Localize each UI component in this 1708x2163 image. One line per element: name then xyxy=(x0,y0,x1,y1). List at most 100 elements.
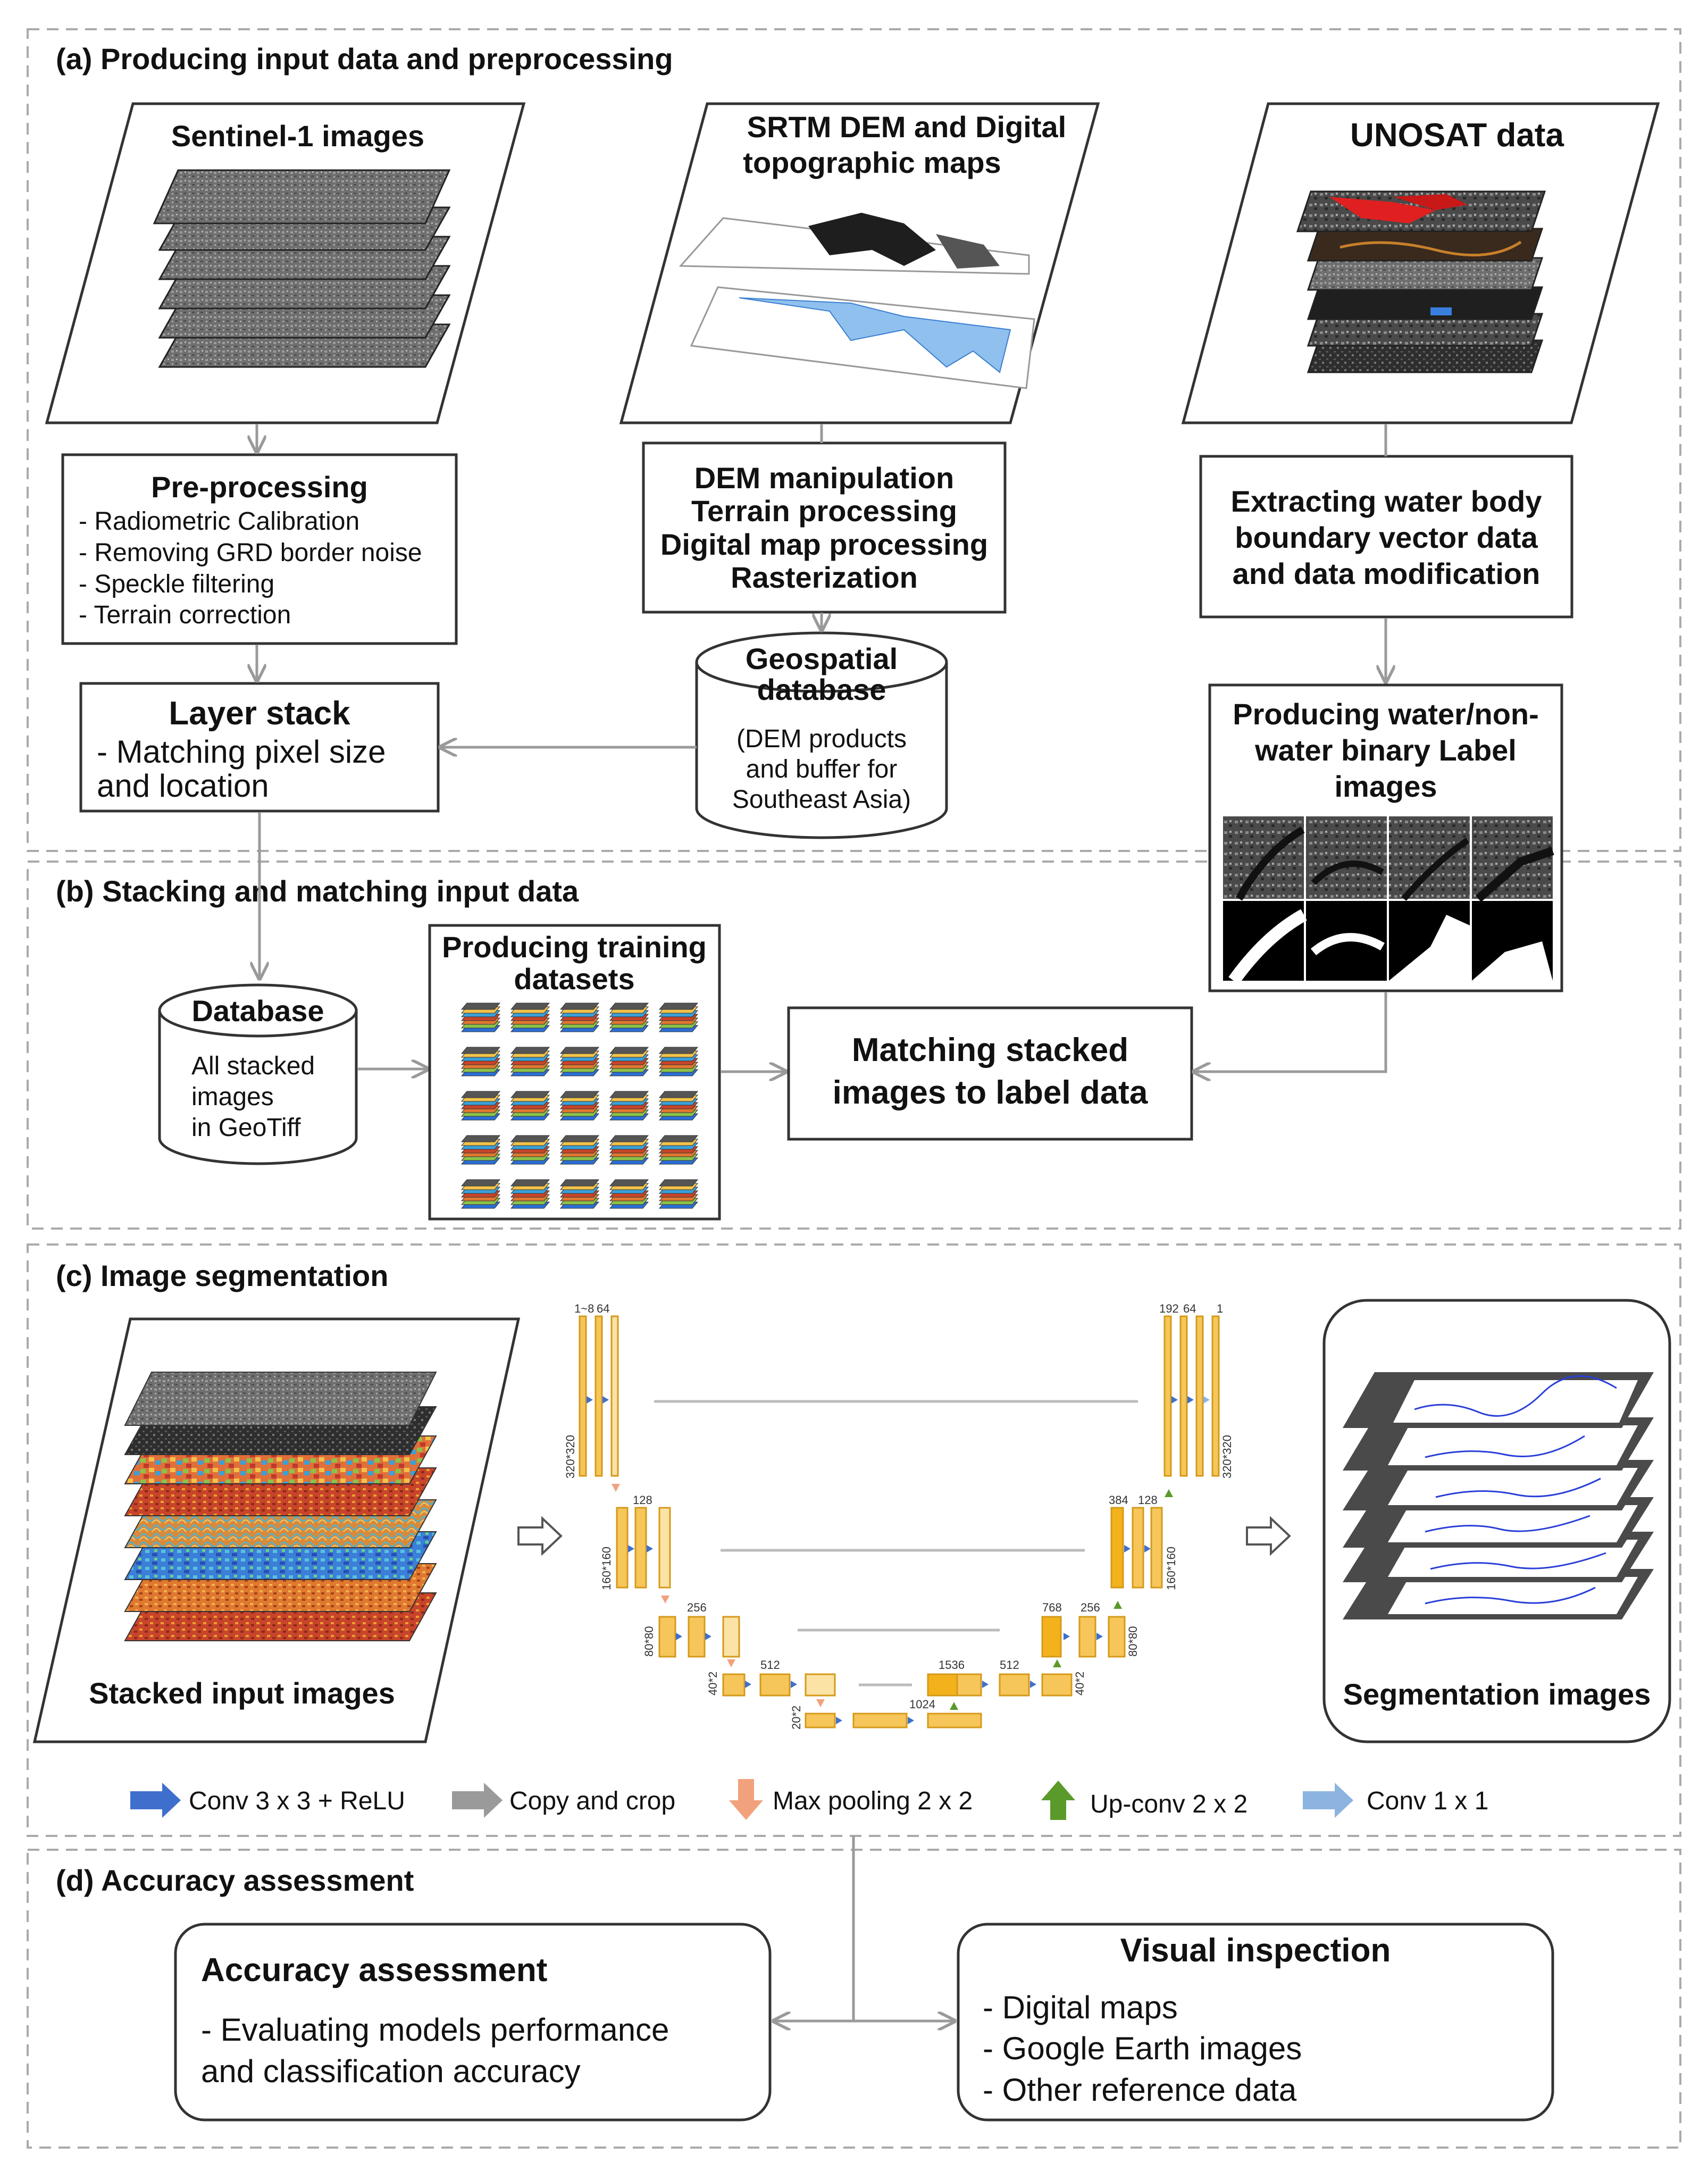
preprocessing-item-2: - Removing GRD border noise xyxy=(79,539,422,567)
training-tile xyxy=(658,1003,699,1032)
training-tile xyxy=(510,1135,550,1165)
section-b-frame xyxy=(27,861,1681,1230)
segmentation-image-stack xyxy=(1343,1372,1654,1619)
extract-water-box: Extracting water body boundary vector da… xyxy=(1199,455,1573,619)
hollow-arrow-right xyxy=(1246,1516,1291,1556)
unet-l4-size-right: 40*2 xyxy=(1073,1672,1086,1696)
training-tile xyxy=(510,1179,550,1209)
unet-l1-ch-1: 1 xyxy=(1217,1302,1223,1315)
unet-l1-size-right: 320*320 xyxy=(1220,1435,1234,1479)
matching-line-2: images to label data xyxy=(833,1074,1148,1111)
layer-stack-title: Layer stack xyxy=(169,695,350,732)
training-tile xyxy=(559,1003,600,1032)
preprocessing-item-4: - Terrain correction xyxy=(79,601,291,629)
legend-conv-icon xyxy=(130,1783,181,1818)
training-tile xyxy=(461,1179,501,1209)
visual-item-3: - Other reference data xyxy=(983,2072,1297,2108)
preprocessing-title: Pre-processing xyxy=(151,470,368,504)
unet-l3-ch-256: 256 xyxy=(687,1601,707,1614)
database-line-2: images xyxy=(191,1083,274,1111)
training-tile xyxy=(510,1047,550,1076)
training-tile xyxy=(510,1091,550,1121)
geodb-title-1: Geospatial xyxy=(746,642,898,675)
unet-l3-ch-768: 768 xyxy=(1042,1601,1062,1614)
srtm-title-line2: topographic maps xyxy=(743,146,1001,179)
accuracy-title: Accuracy assessment xyxy=(201,1952,547,1989)
layer-stack-line1: - Matching pixel size xyxy=(97,734,386,770)
label-line-3: images xyxy=(1335,770,1437,803)
unet-legend: Conv 3 x 3 + ReLU Copy and crop Max pool… xyxy=(130,1779,1488,1820)
sentinel-title: Sentinel-1 images xyxy=(171,119,424,153)
geospatial-database-cylinder: Geospatial database (DEM products and bu… xyxy=(695,631,948,839)
unet-l2-size-left: 160*160 xyxy=(600,1547,613,1590)
unet-l1-size-left: 320*320 xyxy=(564,1435,577,1479)
matching-box: Matching stacked images to label data xyxy=(787,1006,1193,1141)
visual-item-1: - Digital maps xyxy=(983,1990,1178,2025)
unet-l4-ch-1536: 1536 xyxy=(939,1658,965,1672)
stacked-input-panel: Stacked input images xyxy=(32,1317,521,1743)
unet-diagram: 1~8 64 320*320 192 64 1 320*320 128 160*… xyxy=(564,1302,1234,1730)
label-line-2: water binary Label xyxy=(1254,733,1517,767)
dem-processing-box: DEM manipulation Terrain processing Digi… xyxy=(642,441,1007,614)
label-line-1: Producing water/non- xyxy=(1233,697,1539,731)
preprocessing-item-1: - Radiometric Calibration xyxy=(79,507,359,536)
label-image-grid xyxy=(1223,816,1554,984)
srtm-map-stack xyxy=(679,213,1035,389)
section-b-title: (b) Stacking and matching input data xyxy=(56,874,579,908)
training-line-1: Producing training xyxy=(442,930,707,964)
training-tile xyxy=(510,1003,550,1032)
preprocessing-item-3: - Speckle filtering xyxy=(79,570,274,598)
visual-item-2: - Google Earth images xyxy=(983,2031,1302,2066)
visual-inspection-box: Visual inspection - Digital maps - Googl… xyxy=(957,1923,1554,2122)
sentinel-panel: Sentinel-1 images xyxy=(45,102,526,424)
geodb-line-3: Southeast Asia) xyxy=(732,786,911,814)
hollow-arrow-left xyxy=(517,1516,563,1556)
geodb-title-2: database xyxy=(757,673,886,706)
matching-line-1: Matching stacked xyxy=(852,1032,1128,1068)
training-tile xyxy=(559,1047,600,1076)
legend-conv1-label: Conv 1 x 1 xyxy=(1367,1787,1488,1815)
unet-l4-size-left: 40*2 xyxy=(706,1672,719,1696)
layer-stack-box: Layer stack - Matching pixel size and lo… xyxy=(79,682,440,813)
training-tile xyxy=(609,1135,649,1165)
srtm-panel: SRTM DEM and Digital topographic maps xyxy=(619,102,1100,424)
dem-line-1: DEM manipulation xyxy=(694,461,954,495)
training-line-2: datasets xyxy=(514,962,634,996)
training-tile xyxy=(461,1091,501,1121)
accuracy-line-2: and classification accuracy xyxy=(201,2053,581,2089)
database-line-1: All stacked xyxy=(191,1052,315,1080)
unet-l1-ch-64: 64 xyxy=(597,1302,609,1315)
unet-l3-size-right: 80*80 xyxy=(1126,1626,1140,1657)
accuracy-assessment-box: Accuracy assessment - Evaluating models … xyxy=(174,1923,772,2122)
unet-l5-size: 20*2 xyxy=(790,1706,803,1730)
stacked-input-label: Stacked input images xyxy=(89,1676,395,1710)
extract-line-3: and data modification xyxy=(1233,557,1540,590)
database-cylinder: Database All stacked images in GeoTiff xyxy=(158,983,358,1165)
legend-upconv-label: Up-conv 2 x 2 xyxy=(1090,1790,1247,1818)
training-tile xyxy=(559,1179,600,1209)
training-tile xyxy=(609,1003,649,1032)
section-a-frame xyxy=(27,28,1681,852)
dem-line-2: Terrain processing xyxy=(691,494,957,528)
unet-l2-ch-128: 128 xyxy=(633,1493,652,1507)
training-tile xyxy=(609,1179,649,1209)
unosat-image-stack xyxy=(1296,190,1546,373)
training-tile xyxy=(658,1179,699,1209)
training-tile xyxy=(461,1047,501,1076)
training-tile xyxy=(609,1047,649,1076)
preprocessing-box: Pre-processing - Radiometric Calibration… xyxy=(61,453,458,645)
arrow-label-to-matching xyxy=(1194,992,1387,1072)
geodb-line-2: and buffer for xyxy=(746,755,898,783)
unet-l1-ch-64r: 64 xyxy=(1183,1302,1196,1315)
label-images-box: Producing water/non- water binary Label … xyxy=(1208,683,1563,992)
training-tile xyxy=(461,1135,501,1165)
sentinel-image-stack xyxy=(153,169,451,368)
legend-pool-icon xyxy=(729,1779,763,1820)
training-datasets-box: Producing training datasets xyxy=(428,924,721,1221)
dem-line-3: Digital map processing xyxy=(660,528,988,561)
training-tile xyxy=(658,1091,699,1121)
accuracy-line-1: - Evaluating models performance xyxy=(201,2012,669,2048)
layer-stack-line2: and location xyxy=(97,768,269,804)
training-tile xyxy=(461,1003,501,1032)
